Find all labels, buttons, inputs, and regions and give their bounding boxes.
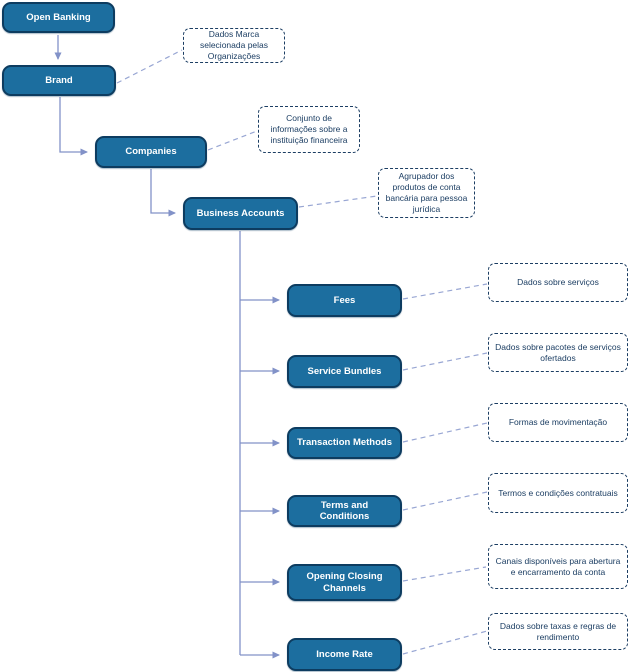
annotation-connector-brand — [116, 49, 183, 84]
node-fees[interactable]: Fees — [287, 284, 402, 317]
node-open-banking[interactable]: Open Banking — [2, 2, 115, 33]
annotation-opening-closing-channels[interactable]: Canais disponíveis para abertura e encar… — [488, 544, 628, 589]
node-service-bundles[interactable]: Service Bundles — [287, 355, 402, 388]
annotation-connector-incomerate — [402, 630, 488, 655]
annotation-terms-and-conditions[interactable]: Termos e condições contratuais — [488, 473, 628, 513]
node-income-rate[interactable]: Income Rate — [287, 638, 402, 671]
node-brand[interactable]: Brand — [2, 65, 116, 96]
annotation-connector-businessaccounts — [298, 195, 378, 208]
annotation-transaction-methods[interactable]: Formas de movimentação — [488, 403, 628, 442]
node-transaction-methods[interactable]: Transaction Methods — [287, 427, 402, 459]
annotation-connector-fees — [402, 283, 488, 300]
annotation-fees[interactable]: Dados sobre serviços — [488, 263, 628, 302]
node-opening-closing-channels[interactable]: Opening Closing Channels — [287, 564, 402, 601]
annotation-income-rate[interactable]: Dados sobre taxas e regras de rendimento — [488, 613, 628, 650]
annotation-brand[interactable]: Dados Marca selecionada pelas Organizaçõ… — [183, 28, 285, 63]
node-business-accounts[interactable]: Business Accounts — [183, 197, 298, 230]
annotation-business-accounts[interactable]: Agrupador dos produtos de conta bancária… — [378, 168, 475, 218]
node-terms-and-conditions[interactable]: Terms and Conditions — [287, 495, 402, 527]
annotation-connector-transactionmethods — [402, 422, 488, 443]
annotation-connector-companies — [207, 130, 258, 151]
connector-brand-companies — [59, 97, 88, 156]
annotation-connector-servicebundles — [402, 352, 488, 371]
annotation-service-bundles[interactable]: Dados sobre pacotes de serviços ofertado… — [488, 333, 628, 372]
node-companies[interactable]: Companies — [95, 136, 207, 168]
annotation-companies[interactable]: Conjunto de informações sobre a institui… — [258, 106, 360, 153]
annotation-connector-openingclosingchannels — [402, 566, 487, 582]
annotation-connector-termsandconditions — [402, 491, 488, 511]
connector-companies-businessaccounts — [150, 169, 176, 217]
